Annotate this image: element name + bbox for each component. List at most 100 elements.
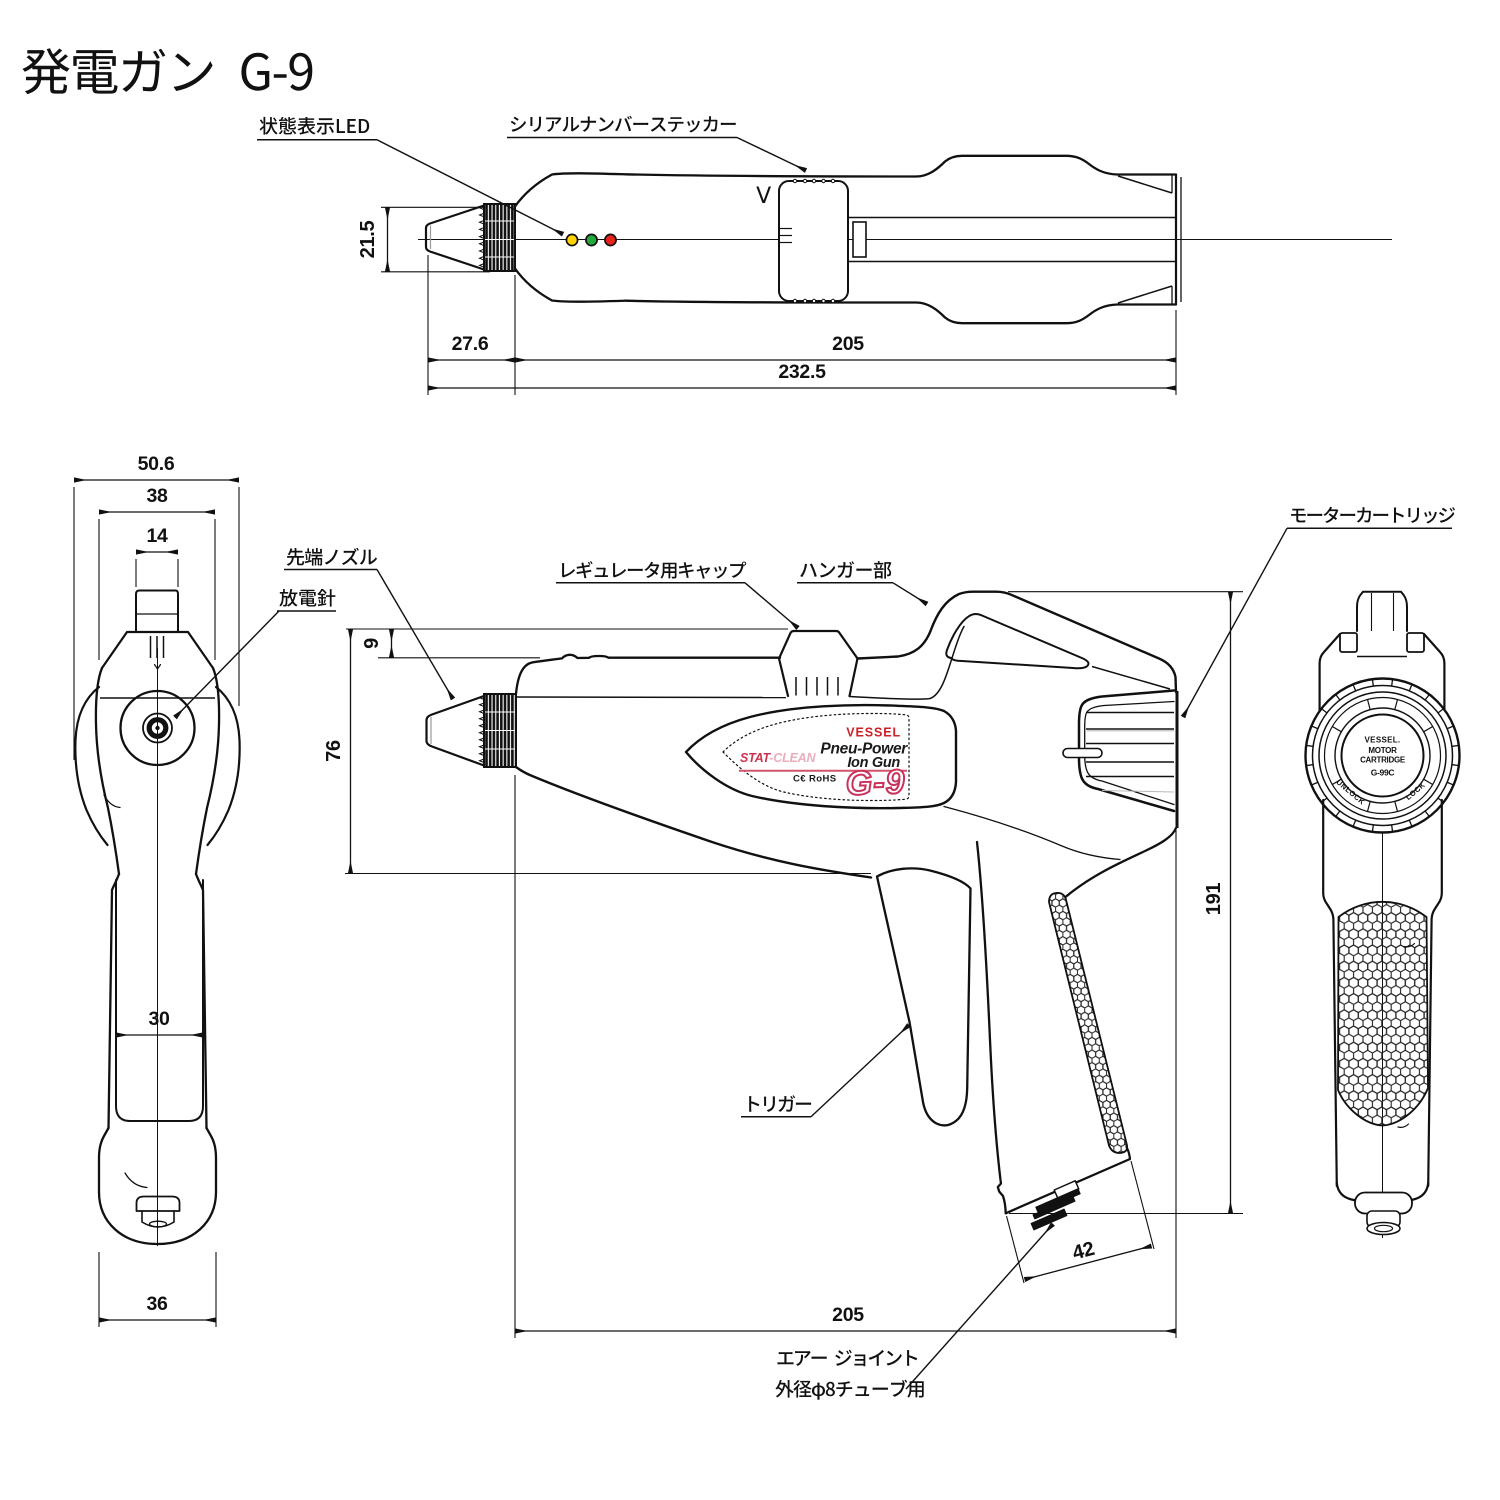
- dim-upper-width: 38: [146, 485, 168, 507]
- sticker-series-stat: STAT: [740, 751, 772, 765]
- top-sticker-dot: [830, 178, 836, 184]
- rear-shoulder-left: [1318, 632, 1342, 714]
- top-view: V 21.5 27.6 205 232.5: [257, 115, 1392, 395]
- rear-cap-ring2: [1318, 691, 1447, 820]
- rear-airjoint-rim: [1366, 1221, 1401, 1236]
- rear-grip-panel: [1337, 900, 1429, 1127]
- front-airjoint-hole: [148, 1220, 168, 1228]
- leader-regulator-cap: [744, 582, 800, 630]
- side-rear-bottom-corner: [1125, 1145, 1132, 1161]
- front-view: 50.6 38 14 30 36: [73, 453, 241, 1327]
- side-seam-left: [516, 696, 787, 699]
- dim-nozzle-width: 14: [146, 525, 168, 547]
- side-body-underside: [514, 765, 873, 879]
- side-body-top: [514, 653, 782, 696]
- rear-airjoint-hole: [1373, 1224, 1394, 1233]
- leader-serial-sticker: [736, 136, 808, 173]
- dim-nozzle-length: 27.6: [452, 333, 489, 355]
- rear-tab-left: [1339, 632, 1358, 653]
- top-led-yellow: [565, 233, 579, 247]
- front-cap-notch: [153, 663, 162, 670]
- top-sticker-dot: [821, 178, 826, 184]
- side-hanger-cutout: [945, 612, 1090, 670]
- top-knurl-serration: [478, 255, 485, 261]
- rear-cap-ring3: [1323, 696, 1442, 815]
- front-needle-ring: [146, 717, 169, 739]
- top-sticker-dot: [792, 298, 798, 304]
- side-cartridge-rib-gray: [1101, 789, 1175, 793]
- label-air-joint-2-glyphs: [775, 1379, 924, 1400]
- sticker-series: STAT-CLEAN: [740, 751, 816, 765]
- front-airjoint-flange: [135, 1195, 181, 1212]
- front-bell-mark: [124, 1172, 148, 1189]
- top-knurl-serration: [478, 263, 485, 268]
- top-led-green: [585, 233, 598, 247]
- top-led-red: [604, 233, 617, 247]
- front-rod: [135, 589, 179, 632]
- dim-grip-width: 30: [148, 1008, 170, 1030]
- page-title: [22, 48, 313, 95]
- leader-hanger: [892, 582, 929, 607]
- side-knurl-serration: [478, 730, 485, 735]
- label-regulator-cap: [561, 561, 747, 579]
- top-sticker-dot: [811, 298, 817, 304]
- top-button: [852, 221, 867, 258]
- top-knurl-serration: [478, 227, 485, 232]
- rear-text-motor: MOTOR: [1368, 746, 1397, 755]
- top-knurl-ring: [483, 203, 516, 272]
- side-hanger-outer: [856, 590, 1178, 694]
- side-knurl-serration: [478, 758, 485, 763]
- front-ear-right: [206, 685, 241, 847]
- label-tip-nozzle: [286, 547, 377, 566]
- side-knurl-serration: [478, 709, 485, 714]
- label-serial-sticker: [510, 115, 736, 133]
- side-knurl-serration: [478, 744, 485, 749]
- label-trigger: [749, 1095, 812, 1112]
- side-handle-front: [975, 840, 1007, 1215]
- top-sticker: [778, 180, 849, 302]
- sticker-brand: VESSEL: [846, 726, 901, 740]
- dim-total-length: 232.5: [778, 361, 826, 383]
- side-knurl-serration: [478, 702, 485, 707]
- top-sticker-dot: [830, 298, 836, 304]
- rear-bottom-right: [1407, 1181, 1430, 1202]
- leader-status-led: [376, 139, 565, 237]
- sticker-series-clean: -CLEAN: [769, 751, 816, 765]
- dim-head-width: 50.6: [138, 453, 175, 475]
- side-cartridge-outer: [1077, 689, 1176, 813]
- label-tip-nozzle-glyphs: [286, 547, 377, 566]
- side-cartridge-pin: [1062, 747, 1103, 759]
- dim-side-length: 205: [832, 1304, 864, 1326]
- rear-cap-segments: [1331, 698, 1434, 813]
- top-rear-chamfer: [1117, 175, 1173, 194]
- top-sticker-dot: [802, 298, 808, 304]
- ext-line: [1005, 1215, 1025, 1284]
- top-knurl-serration: [478, 234, 485, 239]
- top-knurl-serration: [478, 212, 485, 218]
- side-handle-rear-curve: [1064, 826, 1178, 899]
- top-body-bottom: [513, 267, 1178, 325]
- page-title-glyphs: [22, 48, 313, 95]
- top-sticker-dot: [792, 178, 798, 184]
- rear-cap-inner: [1340, 713, 1425, 798]
- side-knurl-serration: [478, 723, 485, 728]
- top-knurl-serration: [478, 241, 485, 247]
- side-view: VESSEL Pneu-Power Ion Gun STAT-CLEAN C€ …: [173, 506, 1456, 1400]
- label-trigger-glyphs: [749, 1095, 812, 1112]
- front-needle-dot: [155, 725, 160, 731]
- rear-grip-mark: [1397, 1123, 1410, 1128]
- front-grip-band: [115, 879, 204, 1122]
- top-sticker-dot: [821, 298, 826, 304]
- front-head-left: [94, 666, 121, 876]
- sticker-product1: Pneu-Power: [820, 741, 908, 758]
- rear-body-right: [1427, 798, 1443, 1188]
- top-nozzle-cone: [424, 204, 486, 271]
- side-seam-rise: [848, 625, 965, 700]
- side-hanger-underside: [1091, 665, 1171, 690]
- rear-tab-right: [1406, 632, 1425, 653]
- side-nozzle-cone: [425, 694, 486, 767]
- label-hanger-glyphs: [800, 561, 892, 579]
- front-bell: [97, 1126, 218, 1246]
- front-ear-mark: [103, 794, 121, 809]
